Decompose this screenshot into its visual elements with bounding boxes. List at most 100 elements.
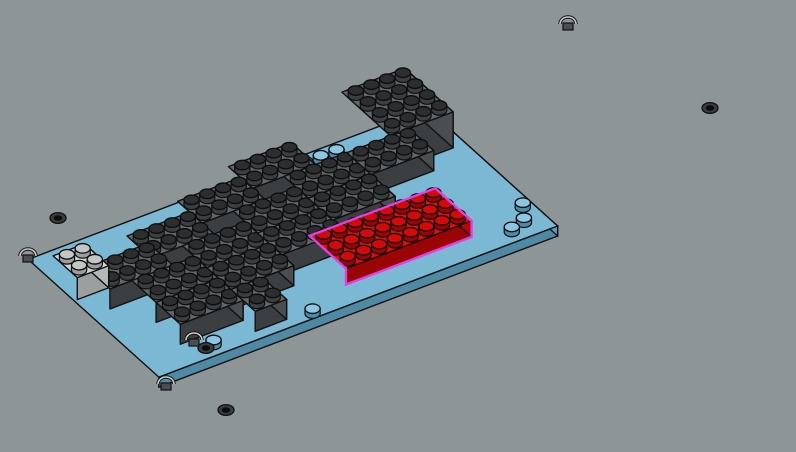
brick-mid-7-stud (292, 232, 307, 247)
brick-front-1-stud (194, 284, 209, 299)
brick-mid-1-stud (318, 175, 333, 190)
brick-mid-4-stud (205, 234, 220, 249)
brick-back-right-slope-stud (420, 90, 435, 105)
brick-back-right-slope-stud (432, 101, 447, 116)
brick-back-right-slope-stud (388, 102, 403, 117)
brick-back-right-slope-stud (416, 107, 431, 122)
brick-mid-8-stud (229, 255, 244, 270)
red-plate-selected-stud (407, 211, 422, 226)
brick-mid-8-stud (213, 261, 228, 276)
brick-mid-3-stud (252, 216, 267, 231)
brick-back-right-slope-stud (348, 86, 363, 101)
brick-mid-8-stud (272, 254, 287, 269)
red-plate-selected-stud (372, 239, 387, 254)
brick-back-3-stud (149, 224, 164, 239)
brick-mid-6-stud (358, 191, 373, 206)
brick-mid-4-stud (189, 240, 204, 255)
brick-mid-8-stud (245, 249, 260, 264)
red-plate-selected-stud (422, 205, 437, 220)
brick-back-3-stud (177, 229, 192, 244)
brick-front-2-stud (237, 283, 252, 298)
brick-back-right-slope-stud (380, 74, 395, 89)
brick-back-2-stud (184, 195, 199, 210)
technic-pin-hole-icon (702, 103, 718, 114)
red-plate-selected-stud (344, 234, 359, 249)
brick-mid-5-stud (154, 268, 169, 283)
brick-mid-7-stud (264, 227, 279, 242)
brick-front-1-stud (175, 307, 190, 322)
light-gray-corner-brick-stud (75, 244, 90, 259)
light-gray-corner-brick-stud (87, 254, 102, 269)
brick-back-2-stud (196, 206, 211, 221)
brick-mid-5-stud (170, 262, 185, 277)
blue-stud (305, 304, 320, 319)
brick-mid-1-stud (290, 170, 305, 185)
brick-mid-6-stud (315, 192, 330, 207)
brick-back-3-stud (193, 223, 208, 238)
brick-mid-2-stud (412, 139, 427, 154)
brick-mid-5-stud (182, 273, 197, 288)
brick-back-1-stud (282, 142, 297, 157)
brick-back-1-stud (278, 159, 293, 174)
brick-front-1-stud (210, 278, 225, 293)
brick-front-1-stud (178, 290, 193, 305)
brick-mid-4-stud (236, 222, 251, 237)
brick-back-2-stud (215, 183, 230, 198)
red-plate-selected-stud (328, 240, 343, 255)
brick-back-2-stud (200, 189, 215, 204)
brick-back-3-stud (133, 230, 148, 245)
brick-back-1-stud (235, 160, 250, 175)
brick-mid-2-stud (400, 129, 415, 144)
brick-mid-6-stud (346, 180, 361, 195)
red-plate-selected-stud (360, 228, 375, 243)
brick-mid-4-stud (217, 245, 232, 260)
brick-mid-3-stud (267, 210, 282, 225)
brick-mid-5-stud (150, 285, 165, 300)
brick-back-right-slope-stud (407, 79, 422, 94)
red-plate-selected-stud (356, 245, 371, 260)
brick-mid-7-stud (311, 209, 326, 224)
brick-back-3-stud (161, 235, 176, 250)
brick-back-right-slope-stud (364, 80, 379, 95)
brick-mid-1-stud (306, 164, 321, 179)
brick-back-right-slope-stud (400, 113, 415, 128)
brick-mid-8-stud (241, 266, 256, 281)
red-plate-selected-stud (375, 223, 390, 238)
brick-back-right-slope-stud (372, 108, 387, 123)
brick-mid-1-stud (334, 169, 349, 184)
technic-pin-hole-icon (218, 405, 234, 416)
brick-back-1-stud (266, 148, 281, 163)
brick-front-2-stud (265, 288, 280, 303)
light-gray-corner-brick-stud (59, 249, 74, 264)
red-plate-selected-stud (340, 251, 355, 266)
brick-mid-3-stud (240, 205, 255, 220)
brick-mid-6-stud (330, 186, 345, 201)
brick-mid-4-stud (201, 250, 216, 265)
brick-front-1-stud (190, 301, 205, 316)
brick-back-4-stud (136, 260, 151, 275)
brick-mid-1-stud (302, 181, 317, 196)
brick-mid-3-stud (255, 199, 270, 214)
brick-back-4-stud (151, 254, 166, 269)
brick-back-1-stud (247, 171, 262, 186)
brick-mid-6-stud (374, 185, 389, 200)
blue-stud (515, 198, 530, 213)
brick-back-4-stud (108, 255, 123, 270)
brick-mid-7-stud (280, 221, 295, 236)
brick-front-2-stud (253, 277, 268, 292)
brick-back-right-slope-stud (385, 118, 400, 133)
brick-back-2-stud (228, 194, 243, 209)
brick-back-right-slope-stud (392, 85, 407, 100)
brick-back-1-stud (250, 154, 265, 169)
brick-mid-3-stud (287, 187, 302, 202)
brick-mid-2-stud (353, 146, 368, 161)
brick-mid-2-stud (385, 134, 400, 149)
brick-back-1-stud (263, 165, 278, 180)
brick-mid-2-stud (397, 145, 412, 160)
technic-pin-hole-icon (50, 213, 66, 224)
brick-back-right-slope-stud (376, 91, 391, 106)
brick-back-right-slope-stud (360, 97, 375, 112)
light-gray-corner-brick-stud (71, 260, 86, 275)
